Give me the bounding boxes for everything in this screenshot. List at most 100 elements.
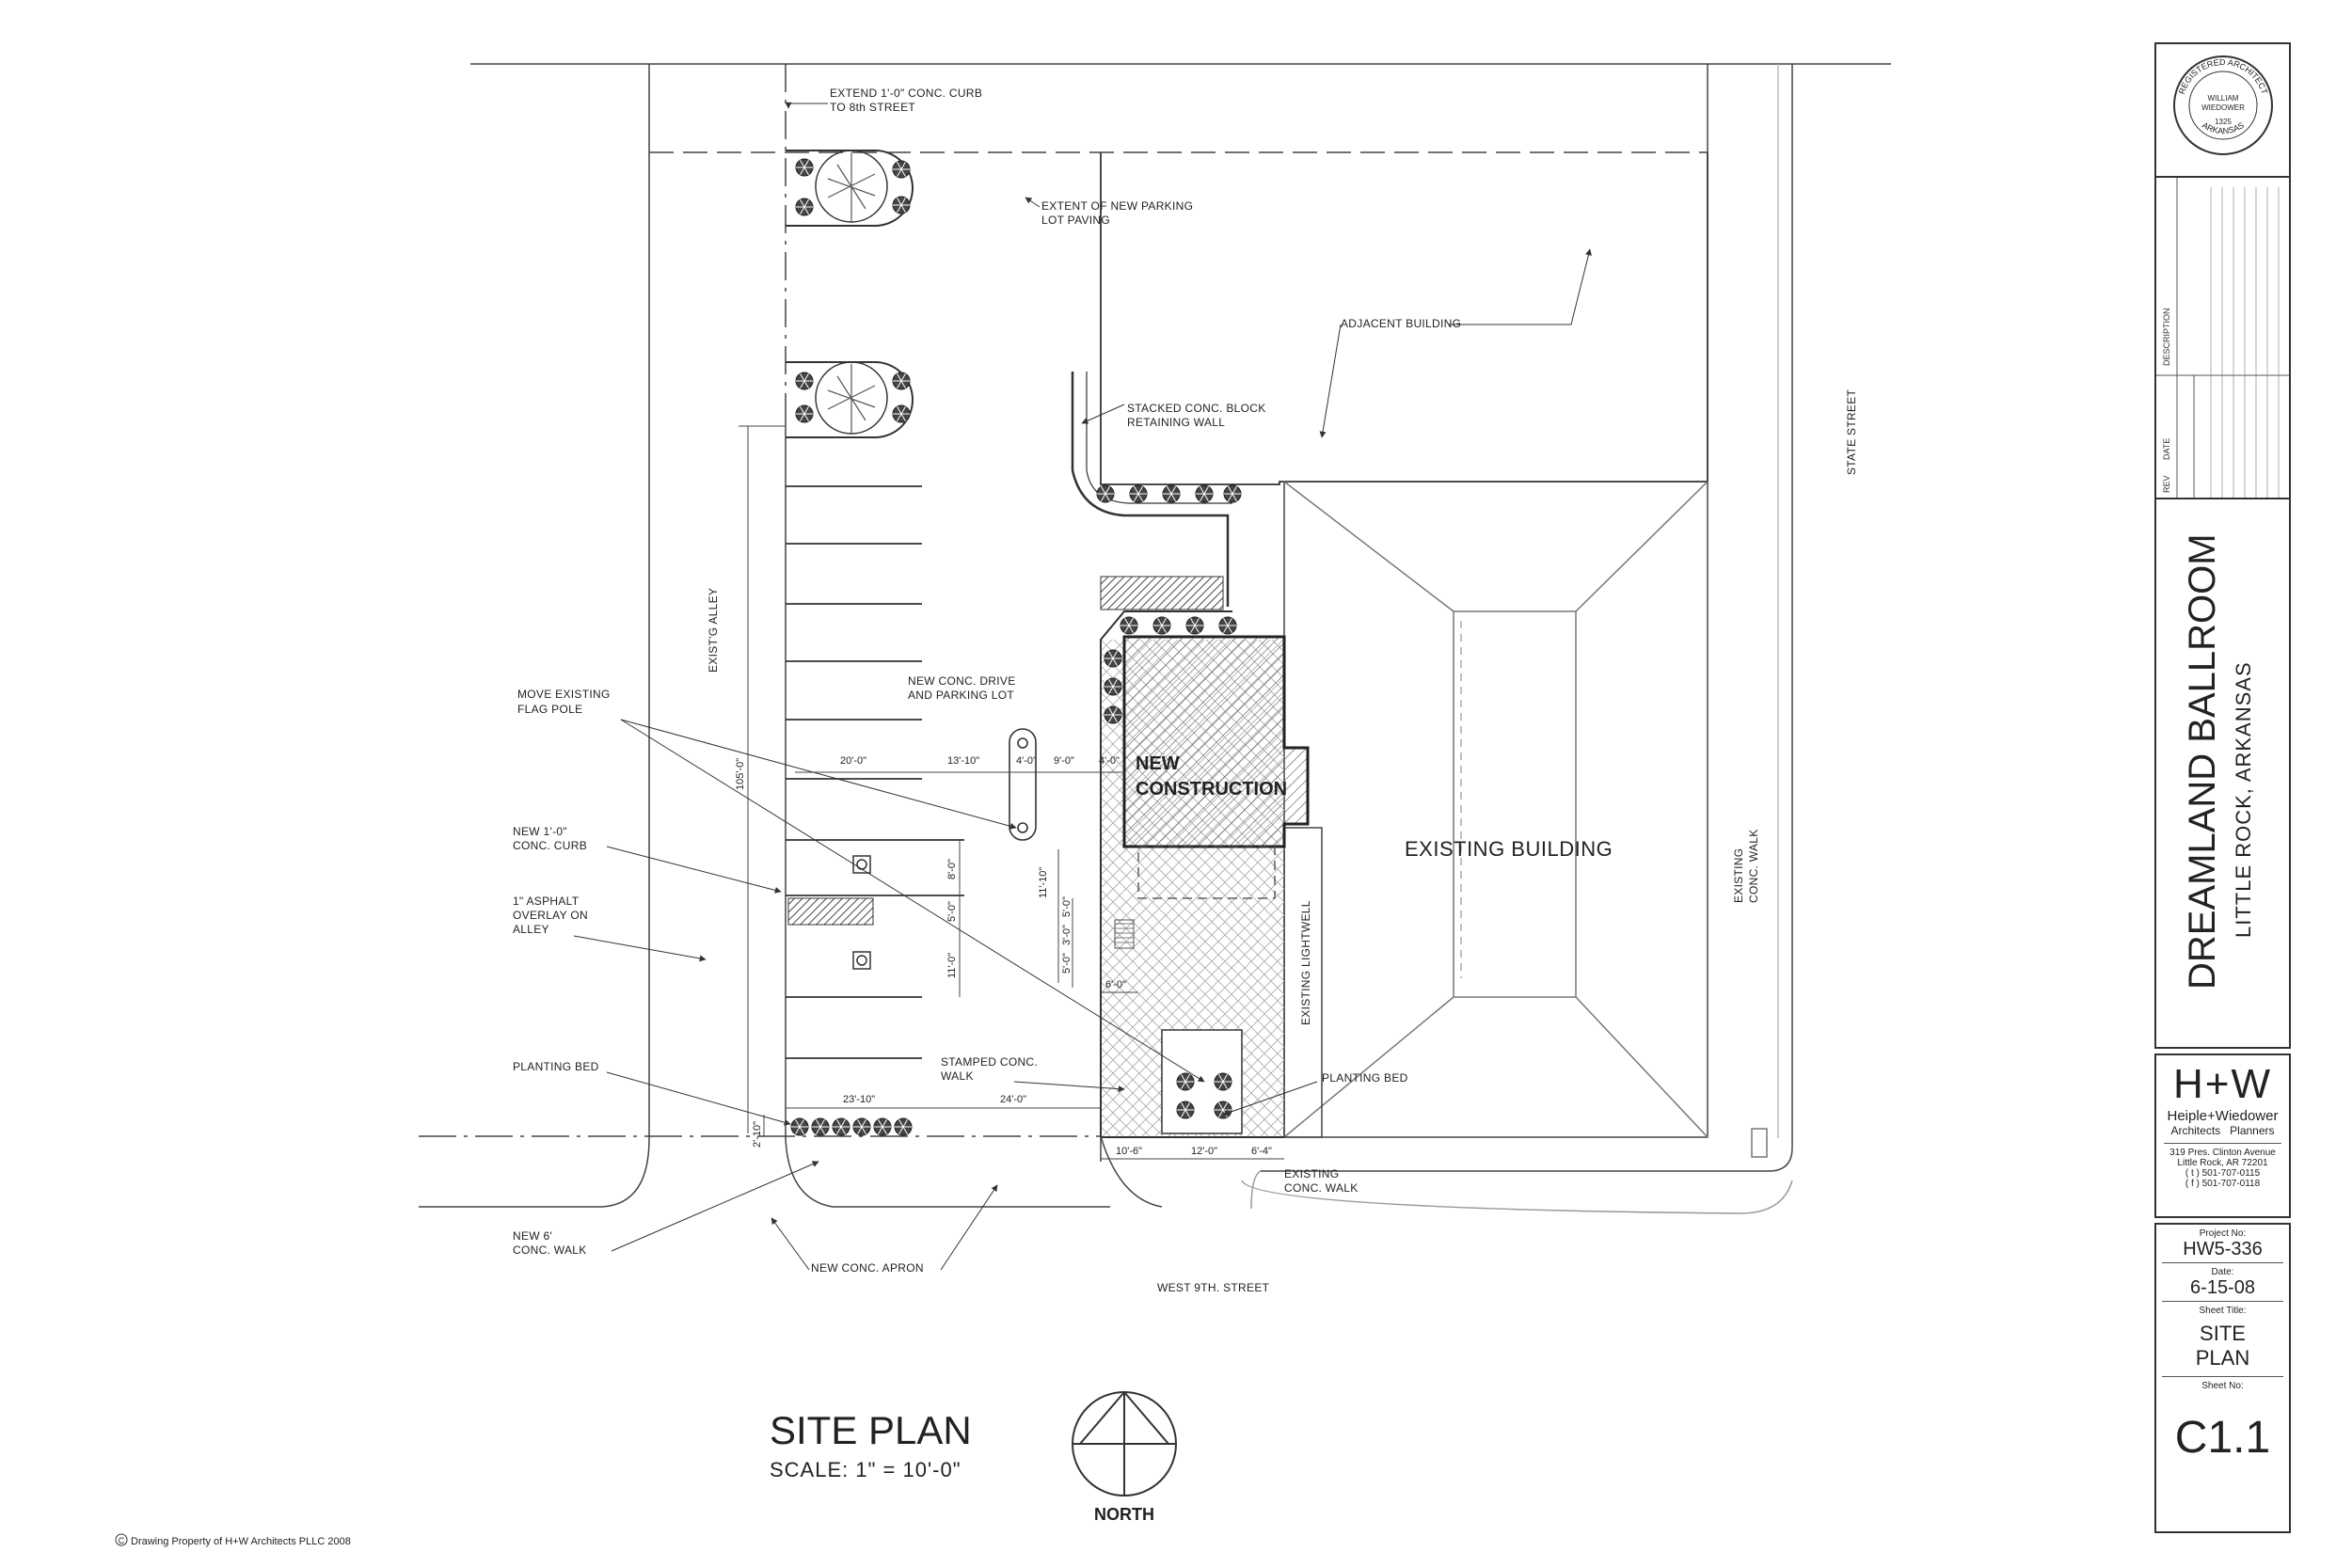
north-arrow	[1072, 1390, 1177, 1497]
firm-logo: H+W	[2173, 1061, 2272, 1107]
firm-address-1: 319 Pres. Clinton Avenue	[2169, 1148, 2276, 1158]
shrub-symbol	[852, 1117, 871, 1136]
label-west-9th-street: WEST 9TH. STREET	[1157, 1281, 1270, 1294]
label-extend-curb: EXTEND 1'-0" CONC. CURB	[830, 87, 982, 100]
shrub-symbol	[1104, 649, 1122, 668]
svg-text:ARKANSAS: ARKANSAS	[2201, 120, 2246, 135]
shrub-symbol	[892, 196, 911, 214]
dim-5a: 5'-0"	[946, 901, 958, 922]
dim-24: 24'-0"	[1000, 1094, 1026, 1105]
project-no-label: Project No:	[2199, 1228, 2247, 1239]
label-stamped-walk: STAMPED CONC.	[941, 1055, 1038, 1069]
label-planting-bed-left: PLANTING BED	[513, 1060, 599, 1073]
dim-23-10: 23'-10"	[843, 1094, 875, 1105]
dim-8: 8'-0"	[946, 859, 958, 879]
dim-20: 20'-0"	[840, 755, 866, 767]
seal-first-name: WILLIAM	[2208, 94, 2239, 103]
seal-last-name: WIEDOWER	[2201, 103, 2245, 112]
sheet-title-1: SITE	[2200, 1322, 2246, 1345]
sheet-no-label: Sheet No:	[2201, 1381, 2244, 1391]
sheet-no: C1.1	[2174, 1413, 2271, 1463]
project-title: DREAMLAND BALLROOM	[2182, 533, 2223, 990]
label-existing-walk-bottom-2: CONC. WALK	[1284, 1181, 1359, 1195]
shrub-symbol	[873, 1117, 892, 1136]
leader-lines	[573, 102, 1592, 1271]
label-move-flag-2: FLAG POLE	[517, 703, 582, 716]
shrub-symbol	[795, 158, 814, 177]
dim-3: 3'-0"	[1061, 925, 1073, 945]
accessible-symbols	[852, 855, 871, 970]
shrub-symbol	[1176, 1101, 1195, 1119]
copyright-symbol: C	[119, 1536, 125, 1545]
parking-islands	[786, 150, 914, 438]
project-no: HW5-336	[2162, 1239, 2283, 1263]
label-existing-lightwell: EXISTING LIGHTWELL	[1299, 900, 1312, 1025]
shrub-symbol	[1162, 484, 1181, 503]
shrub-symbol	[795, 372, 814, 390]
label-asphalt-2: OVERLAY ON	[513, 909, 588, 922]
shrubs	[790, 158, 1242, 1136]
seal-ring-top: REGISTERED ARCHITECT	[2177, 57, 2270, 96]
dimension-lines	[739, 425, 1284, 1160]
shrub-symbol	[1129, 484, 1148, 503]
firm-divider	[2164, 1143, 2281, 1144]
label-new-construction-2: CONSTRUCTION	[1136, 779, 1287, 800]
dim-4b: 4'-0"	[1099, 755, 1120, 767]
label-asphalt: 1" ASPHALT	[513, 895, 580, 908]
shrub-symbol	[1214, 1072, 1232, 1091]
dim-105: 105'-0"	[735, 758, 746, 790]
firm-name: Heiple+Wiedower	[2167, 1108, 2279, 1124]
rev-col-date: DATE	[2162, 438, 2171, 460]
architect-seal: REGISTERED ARCHITECT ARKANSAS WILLIAM WI…	[2171, 54, 2275, 157]
asphalt-hatch	[787, 897, 874, 926]
shrub-symbol	[1104, 677, 1122, 696]
project-title-graphic: DREAMLAND BALLROOM LITTLE ROCK, ARKANSAS	[2182, 533, 2255, 990]
plan-labels: EXTEND 1'-0" CONC. CURB TO 8th STREET EX…	[513, 87, 1858, 1294]
label-existg-alley: EXIST'G ALLEY	[707, 588, 720, 673]
project-location: LITTLE ROCK, ARKANSAS	[2232, 661, 2255, 938]
label-extent-paving: EXTENT OF NEW PARKING	[1041, 199, 1193, 213]
shrub-symbol	[1218, 616, 1237, 635]
label-new-apron: NEW CONC. APRON	[811, 1261, 924, 1275]
label-retaining-wall-2: RETAINING WALL	[1127, 416, 1225, 429]
dim-10-6: 10'-6"	[1116, 1146, 1142, 1157]
firm-phone: ( t ) 501-707-0115	[2185, 1168, 2261, 1179]
shrub-symbol	[1120, 616, 1138, 635]
copyright: C Drawing Property of H+W Architects PLL…	[115, 1533, 351, 1547]
dim-5b: 5'-0"	[1061, 896, 1073, 917]
dim-6: 6'-0"	[1105, 979, 1126, 990]
label-existing-walk-right-2: CONC. WALK	[1747, 829, 1760, 903]
drawing-title-block: SITE PLAN SCALE: 1" = 10'-0"	[770, 1408, 972, 1481]
sheet-info-block: Project No: HW5-336 Date: 6-15-08 Sheet …	[2154, 1223, 2291, 1533]
shrub-symbol	[832, 1117, 850, 1136]
label-retaining-wall: STACKED CONC. BLOCK	[1127, 402, 1266, 415]
new-construction-area	[1100, 576, 1310, 1138]
dim-11-10: 11'-10"	[1038, 867, 1049, 898]
label-new-drive: NEW CONC. DRIVE	[908, 674, 1016, 688]
adjacent-building	[1071, 152, 1708, 607]
dim-12: 12'-0"	[1191, 1146, 1217, 1157]
shrub-symbol	[1152, 616, 1171, 635]
label-new-drive-2: AND PARKING LOT	[908, 689, 1014, 702]
label-move-flag: MOVE EXISTING	[517, 688, 611, 701]
copyright-text: Drawing Property of H+W Architects PLLC …	[131, 1536, 351, 1547]
shrub-symbol	[1104, 705, 1122, 724]
shrub-symbol	[790, 1117, 809, 1136]
shrub-symbol	[811, 1117, 830, 1136]
drawing-title: SITE PLAN	[770, 1408, 972, 1452]
shrub-symbol	[1185, 616, 1204, 635]
label-new-walk-2: CONC. WALK	[513, 1243, 587, 1257]
label-new-construction: NEW	[1136, 753, 1180, 774]
drawing-scale: SCALE: 1" = 10'-0"	[770, 1458, 961, 1481]
shrub-symbol	[892, 372, 911, 390]
label-extent-paving-2: LOT PAVING	[1041, 214, 1110, 227]
shrub-symbol	[892, 160, 911, 179]
sheet-title-label: Sheet Title:	[2199, 1306, 2247, 1316]
svg-text:REGISTERED ARCHITECT: REGISTERED ARCHITECT	[2177, 57, 2270, 96]
parking-stalls	[786, 485, 964, 1059]
label-planting-bed-right: PLANTING BED	[1322, 1071, 1408, 1085]
shrub-symbol	[892, 404, 911, 423]
shrub-symbol	[795, 404, 814, 423]
shrub-symbol	[1096, 484, 1115, 503]
label-adjacent-building: ADJACENT BUILDING	[1341, 317, 1461, 330]
